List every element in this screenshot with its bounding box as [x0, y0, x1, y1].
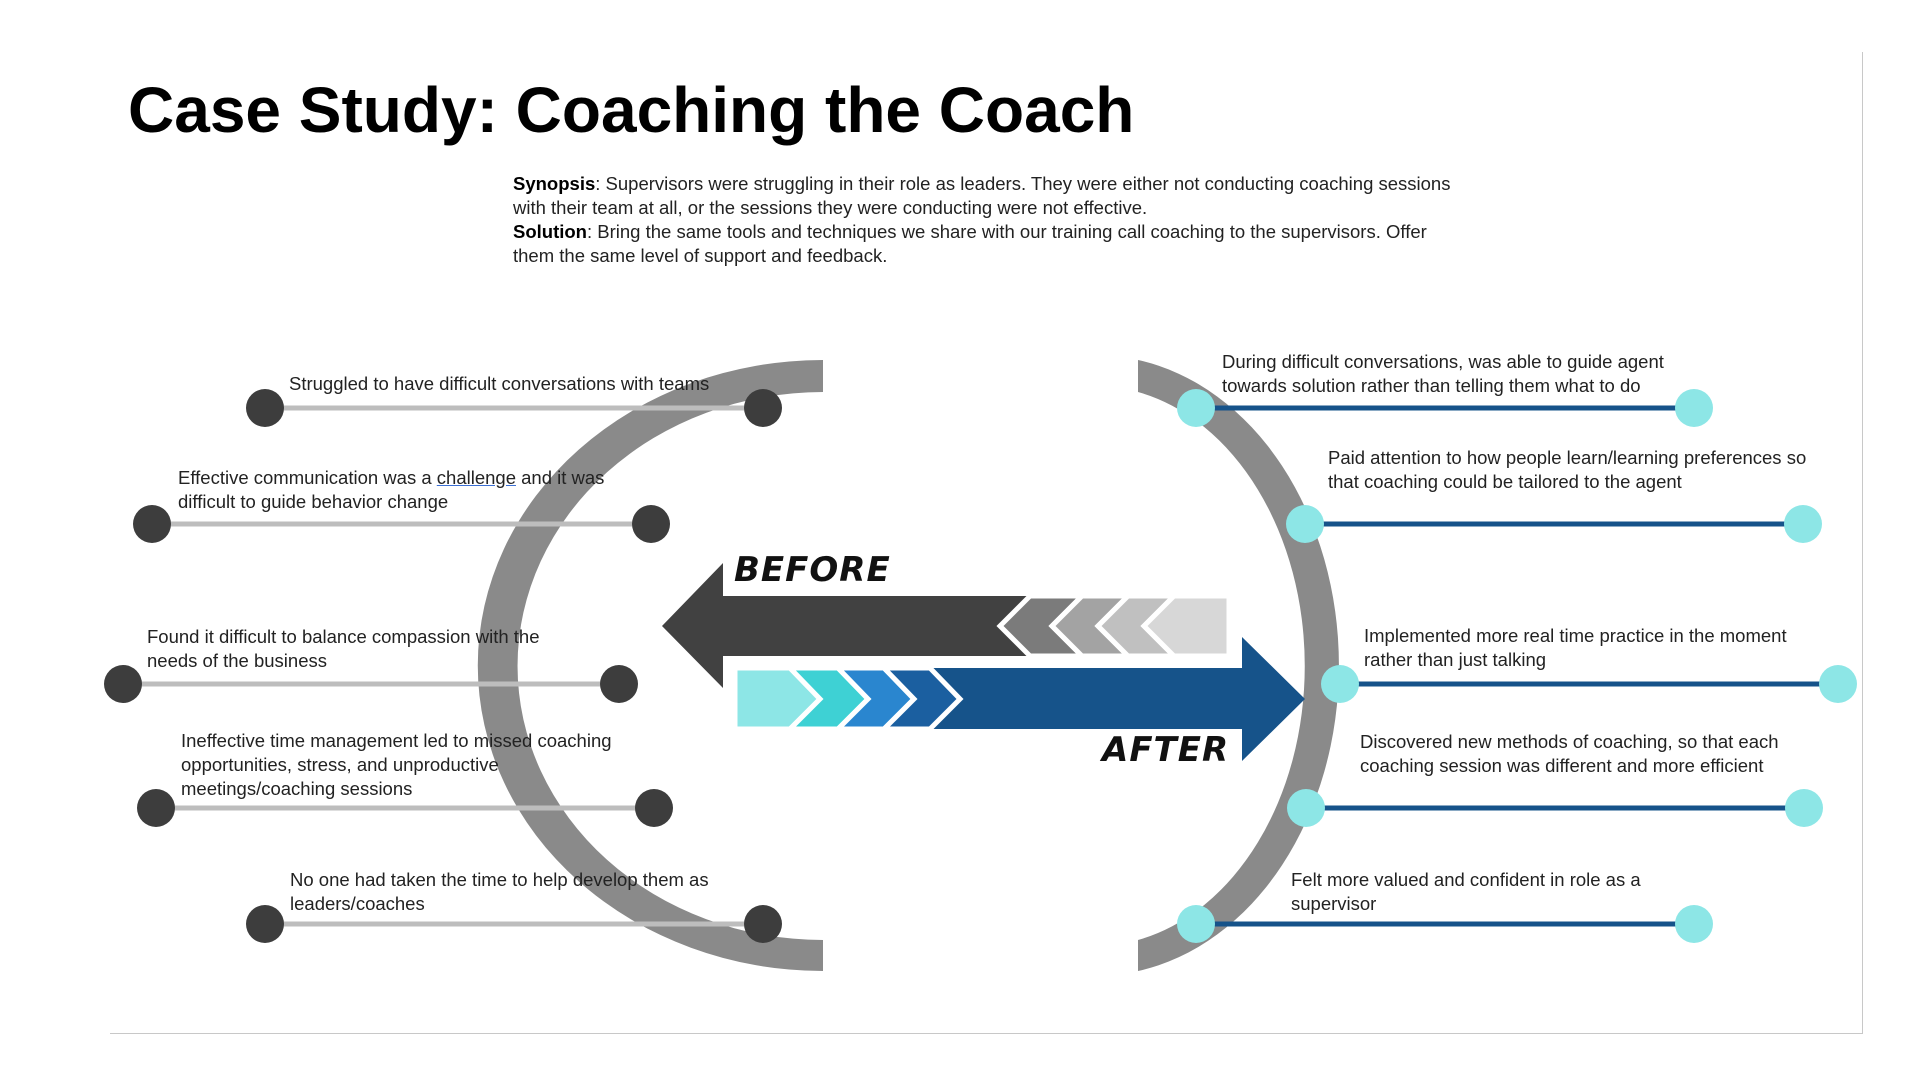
before-end-dot-3 [600, 665, 638, 703]
after-tag: AFTER [1102, 730, 1230, 770]
before-arrow [662, 563, 1030, 688]
after-end-dot-2 [1784, 505, 1822, 543]
before-start-dot-4 [137, 789, 175, 827]
page-title: Case Study: Coaching the Coach [128, 74, 1135, 146]
before-end-dot-5 [744, 905, 782, 943]
slide-frame [110, 52, 1863, 1034]
before-end-dot-2 [632, 505, 670, 543]
before-item-1: Struggled to have difficult conversation… [289, 373, 710, 394]
before-start-dot-3 [104, 665, 142, 703]
before-start-dot-5 [246, 905, 284, 943]
before-end-dot-1 [744, 389, 782, 427]
before-item-3: Found it difficult to balance compassion… [147, 626, 540, 671]
before-item-2-text-b: and it was difficult to guide behavior c… [178, 467, 605, 512]
before-item-4: Ineffective time management led to misse… [181, 730, 612, 799]
after-start-dot-1 [1177, 389, 1215, 427]
before-tag: BEFORE [734, 550, 891, 590]
before-item-5: No one had taken the time to help develo… [290, 869, 709, 914]
after-arrow [930, 637, 1305, 761]
after-item-2: Paid attention to how people learn/learn… [1328, 447, 1807, 492]
before-chevron-4 [1140, 593, 1232, 659]
after-item-5: Felt more valued and confident in role a… [1291, 869, 1641, 914]
synopsis-paragraph: Synopsis: Supervisors were struggling in… [513, 172, 1473, 220]
after-start-dot-2 [1286, 505, 1324, 543]
after-item-4: Discovered new methods of coaching, so t… [1360, 731, 1779, 776]
solution-text: : Bring the same tools and techniques we… [513, 221, 1427, 266]
after-chevron-4 [877, 665, 964, 732]
after-start-dot-4 [1287, 789, 1325, 827]
after-start-dot-3 [1321, 665, 1359, 703]
after-end-dot-4 [1785, 789, 1823, 827]
before-item-2-link: challenge [436, 467, 516, 488]
synopsis-block: Synopsis: Supervisors were struggling in… [513, 172, 1473, 268]
solution-label: Solution [513, 221, 587, 242]
after-item-1: During difficult conversations, was able… [1222, 351, 1664, 396]
solution-paragraph: Solution: Bring the same tools and techn… [513, 220, 1473, 268]
after-end-dot-1 [1675, 389, 1713, 427]
before-arc [477, 360, 823, 971]
before-end-dot-4 [635, 789, 673, 827]
after-end-dot-3 [1819, 665, 1857, 703]
after-arc [1138, 360, 1339, 971]
before-start-dot-1 [246, 389, 284, 427]
synopsis-label: Synopsis [513, 173, 596, 194]
after-start-dot-5 [1177, 905, 1215, 943]
before-start-dot-2 [133, 505, 171, 543]
before-item-2: Effective communication was a challenge … [178, 466, 648, 514]
before-item-2-text-a: Effective communication was a [178, 467, 437, 488]
synopsis-text: : Supervisors were struggling in their r… [513, 173, 1451, 218]
after-item-3: Implemented more real time practice in t… [1364, 625, 1787, 670]
after-end-dot-5 [1675, 905, 1713, 943]
